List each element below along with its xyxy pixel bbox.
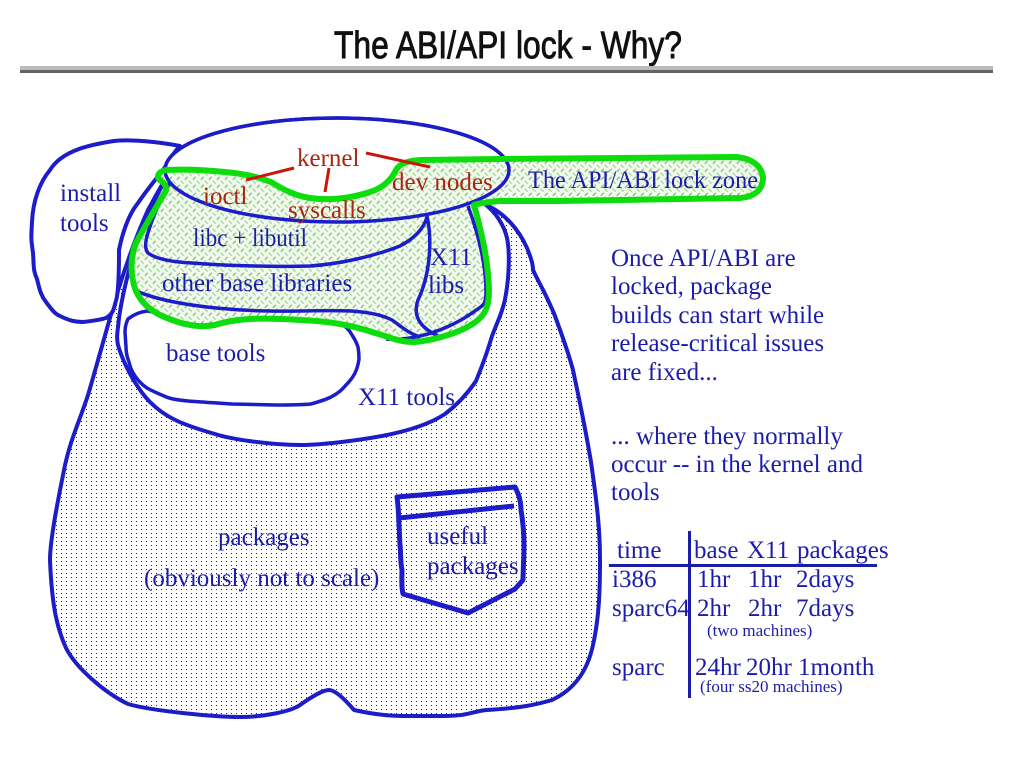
svg-text:(obviously not to scale): (obviously not to scale) [144, 565, 379, 592]
svg-text:libs: libs [428, 272, 464, 299]
svg-text:Once API/ABI are: Once API/ABI are [611, 245, 796, 272]
svg-text:syscalls: syscalls [288, 197, 366, 224]
svg-text:(four ss20 machines): (four ss20 machines) [700, 677, 843, 696]
svg-text:1hr: 1hr [697, 566, 731, 593]
svg-text:other base libraries: other base libraries [162, 270, 352, 297]
svg-text:2days: 2days [796, 566, 854, 593]
svg-text:(two machines): (two machines) [707, 621, 812, 640]
svg-text:... where they normally: ... where they normally [611, 423, 843, 450]
svg-text:20hr: 20hr [746, 654, 793, 681]
svg-text:packages: packages [427, 553, 519, 580]
svg-text:X11 tools: X11 tools [358, 384, 455, 411]
svg-text:occur -- in the kernel and: occur -- in the kernel and [611, 451, 863, 478]
svg-text:base tools: base tools [166, 340, 265, 367]
svg-text:sparc: sparc [612, 654, 665, 681]
svg-text:packages: packages [218, 524, 310, 551]
svg-text:2hr: 2hr [748, 595, 782, 622]
svg-text:The API/ABI lock zone: The API/ABI lock zone [528, 167, 758, 194]
svg-text:locked, package: locked, package [611, 273, 772, 300]
svg-text:time: time [617, 537, 661, 564]
svg-text:7days: 7days [796, 595, 854, 622]
svg-text:sparc64: sparc64 [612, 595, 690, 622]
svg-text:X11: X11 [430, 244, 472, 271]
svg-text:i386: i386 [612, 566, 656, 593]
svg-text:1hr: 1hr [748, 566, 782, 593]
svg-text:useful: useful [427, 523, 488, 550]
svg-text:The ABI/API lock - Why?: The ABI/API lock - Why? [334, 25, 682, 67]
svg-text:libc + libutil: libc + libutil [193, 225, 307, 252]
svg-text:release-critical issues: release-critical issues [611, 330, 824, 357]
svg-text:are fixed...: are fixed... [611, 359, 718, 386]
svg-text:packages: packages [797, 537, 889, 564]
svg-text:install: install [60, 180, 121, 207]
svg-text:X11: X11 [747, 537, 789, 564]
svg-text:1month: 1month [798, 654, 875, 681]
svg-text:2hr: 2hr [697, 595, 731, 622]
svg-text:builds can start while: builds can start while [611, 302, 824, 329]
svg-text:dev nodes: dev nodes [392, 169, 493, 196]
svg-text:ioctl: ioctl [203, 183, 247, 210]
svg-text:kernel: kernel [297, 145, 360, 172]
svg-text:tools: tools [611, 479, 660, 506]
svg-text:base: base [694, 537, 738, 564]
svg-text:24hr: 24hr [695, 654, 742, 681]
svg-text:tools: tools [60, 210, 109, 237]
